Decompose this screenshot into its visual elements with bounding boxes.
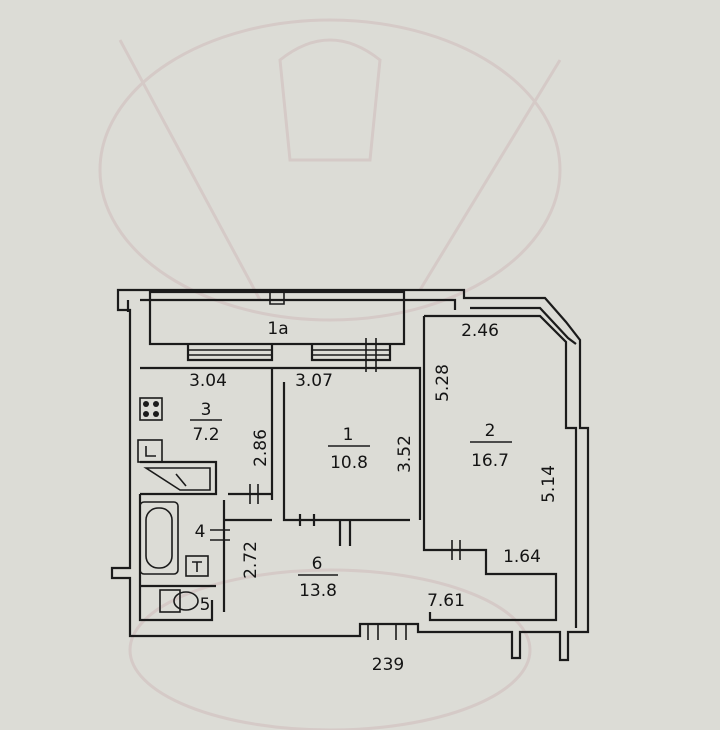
dim-2-46: 2.46	[461, 321, 499, 341]
outer-walls	[110, 288, 590, 662]
room-1-number: 1	[343, 425, 354, 445]
washbasin-icon	[143, 467, 211, 491]
room-6-area: 13.8	[299, 581, 337, 601]
dim-1-64: 1.64	[503, 547, 541, 567]
watermark-emblem	[98, 18, 562, 730]
bathtub-icon	[139, 501, 179, 575]
room-2-area: 16.7	[471, 451, 509, 471]
kitchen-sink-icon	[137, 439, 163, 463]
dim-239: 239	[372, 655, 404, 675]
dim-2-86: 2.86	[251, 429, 271, 467]
shower-tray-icon	[185, 555, 209, 577]
toilet-icon	[159, 589, 199, 613]
dim-5-14: 5.14	[539, 465, 559, 503]
room-2-number: 2	[485, 421, 496, 441]
dim-7-61: 7.61	[427, 591, 465, 611]
dim-3-04: 3.04	[189, 371, 227, 391]
room-3-area: 7.2	[192, 425, 219, 445]
stove-icon	[139, 397, 163, 421]
dim-3-07: 3.07	[295, 371, 333, 391]
room-5-number: 5	[200, 595, 211, 615]
dim-5-28: 5.28	[433, 364, 453, 402]
room-1-area: 10.8	[330, 453, 368, 473]
room-6-number: 6	[312, 554, 323, 574]
dim-2-72: 2.72	[241, 541, 261, 579]
room-3-number: 3	[201, 400, 212, 420]
room-4-number: 4	[195, 522, 206, 542]
interior-walls	[138, 314, 578, 628]
loggia-walls	[148, 290, 406, 372]
room-1a-number: 1a	[267, 319, 288, 339]
dim-3-52: 3.52	[395, 435, 415, 473]
